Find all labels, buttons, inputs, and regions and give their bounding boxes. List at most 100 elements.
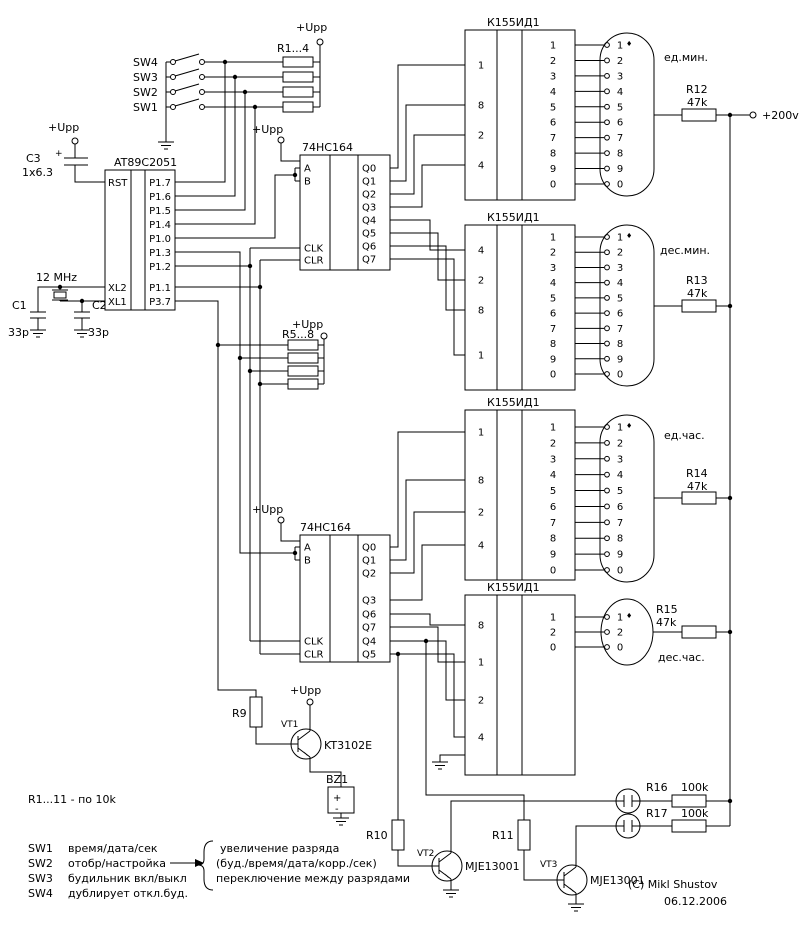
decoder-output-label: 0 bbox=[550, 643, 556, 654]
decoder-input-label: 1 bbox=[478, 658, 484, 669]
sr-pin-label: Q3 bbox=[362, 596, 376, 607]
upp-terminal bbox=[277, 516, 285, 524]
tube-digit: 8 bbox=[617, 149, 623, 160]
tube-pin bbox=[604, 551, 610, 558]
tube-2-label: дес.мин. bbox=[660, 244, 710, 257]
decoder-input-label: 4 bbox=[478, 161, 484, 172]
sr-pin-label: B bbox=[304, 556, 311, 567]
r9-label: R9 bbox=[232, 707, 247, 720]
decoder-1-dividers bbox=[496, 30, 523, 200]
decoder-input-label: 4 bbox=[478, 733, 484, 744]
junction-dot bbox=[727, 112, 733, 118]
tube-dot-marker: ♦ bbox=[626, 232, 632, 240]
r5-8-label: R5...8 bbox=[282, 328, 314, 341]
decoder-output-label: 4 bbox=[550, 278, 556, 289]
r14-value: 47k bbox=[687, 480, 708, 493]
decoder-output-label: 6 bbox=[550, 118, 556, 129]
decoder-input-label: 4 bbox=[478, 246, 484, 257]
tube-digit: 2 bbox=[617, 438, 623, 449]
decoder-output-label: 9 bbox=[550, 164, 556, 175]
tube-pin bbox=[604, 371, 610, 377]
decoder-input-label: 1 bbox=[478, 351, 484, 362]
switch-contact bbox=[170, 74, 176, 80]
tube-pin bbox=[604, 644, 610, 650]
r17-value: 100k bbox=[681, 807, 709, 820]
r15-value: 47k bbox=[656, 616, 677, 629]
tube-digit: 9 bbox=[617, 164, 623, 175]
vt3-leads bbox=[563, 866, 577, 894]
sr-pin-label: Q0 bbox=[362, 164, 376, 175]
decoder-input-label: 1 bbox=[478, 61, 484, 72]
tube-pin bbox=[604, 165, 610, 172]
vt2-part-label: MJE13001 bbox=[465, 860, 520, 873]
decoder-output-label: 0 bbox=[550, 566, 556, 577]
vt2-emitter-arrow bbox=[444, 873, 451, 879]
tube-pin bbox=[604, 340, 610, 347]
upp-terminal bbox=[71, 137, 79, 145]
sr-pin-label: Q7 bbox=[362, 255, 376, 266]
r17-label: R17 bbox=[646, 807, 668, 820]
tube-digit: 1 bbox=[617, 613, 623, 624]
ground-symbols bbox=[30, 141, 584, 912]
resistor-body bbox=[282, 71, 314, 83]
labels: +Upp +Upp +Upp +Upp +Upp +Upp +200v R1..… bbox=[8, 16, 799, 908]
tube-digit: 4 bbox=[617, 470, 623, 481]
decoder-output-label: 1 bbox=[550, 233, 556, 244]
credit-author: (C) Mikl Shustov bbox=[628, 878, 718, 891]
vt2-leads bbox=[438, 852, 452, 880]
upp-terminal bbox=[277, 136, 285, 144]
tube-1-body bbox=[599, 32, 655, 197]
sr-pin-label: CLR bbox=[304, 650, 324, 661]
resistor-body bbox=[671, 794, 707, 808]
upp-label: +Upp bbox=[296, 21, 327, 34]
legend-sw2: SW2 bbox=[28, 857, 53, 870]
junction-dot bbox=[247, 368, 253, 374]
resistor-body bbox=[249, 696, 263, 728]
mcu-box bbox=[104, 169, 176, 311]
legend-brace-line-1: увеличение разряда bbox=[220, 842, 339, 855]
decoder-output-label: 3 bbox=[550, 263, 556, 274]
tube-digit: 1 bbox=[617, 41, 623, 52]
junction-dot bbox=[727, 495, 733, 501]
tube-pin bbox=[604, 424, 610, 430]
decoder-output-label: 6 bbox=[550, 502, 556, 513]
tube-digit: 6 bbox=[617, 309, 623, 320]
c2-value: 33p bbox=[88, 326, 109, 339]
legend-sw1-desc: время/дата/сек bbox=[68, 842, 158, 855]
decoder-input-label: 8 bbox=[478, 101, 484, 112]
tube-digit: 4 bbox=[617, 278, 623, 289]
sr-pin-label: Q5 bbox=[362, 229, 376, 240]
tube-digit: 2 bbox=[617, 56, 623, 67]
junction-dot bbox=[292, 550, 298, 556]
r1-4-label: R1...4 bbox=[277, 42, 309, 55]
vt1-emitter-arrow bbox=[303, 751, 310, 757]
legend-arrow-head bbox=[195, 859, 204, 867]
upp-label: +Upp bbox=[290, 684, 321, 697]
tube-digit: 3 bbox=[617, 454, 623, 465]
mcu-pin-label: XL2 bbox=[108, 283, 127, 294]
tube-pin bbox=[604, 72, 610, 79]
tube-pin bbox=[604, 150, 610, 157]
tube-pin bbox=[604, 279, 610, 286]
decoder-output-label: 4 bbox=[550, 470, 556, 481]
mcu-pin-label: P3.7 bbox=[149, 297, 171, 308]
tube-digit: 3 bbox=[617, 263, 623, 274]
decoder-output-label: 9 bbox=[550, 550, 556, 561]
shift-register-2-box bbox=[299, 534, 391, 663]
resistor-body bbox=[282, 86, 314, 98]
decoder-3-dividers bbox=[496, 410, 523, 580]
sr-pin-label: CLK bbox=[304, 244, 324, 255]
junction-dot bbox=[79, 298, 85, 304]
tube-digit: 5 bbox=[617, 102, 623, 113]
tube-pin bbox=[604, 567, 610, 573]
junction-dot bbox=[222, 59, 228, 65]
resistor-body bbox=[671, 819, 707, 833]
sr-pin-label: Q4 bbox=[362, 637, 376, 648]
wire-neon-output-net bbox=[450, 800, 730, 904]
buzzer-label: BZ1 bbox=[326, 773, 348, 786]
tube-pin bbox=[604, 455, 610, 462]
resistor-body bbox=[287, 365, 319, 377]
decoder-output-label: 8 bbox=[550, 149, 556, 160]
